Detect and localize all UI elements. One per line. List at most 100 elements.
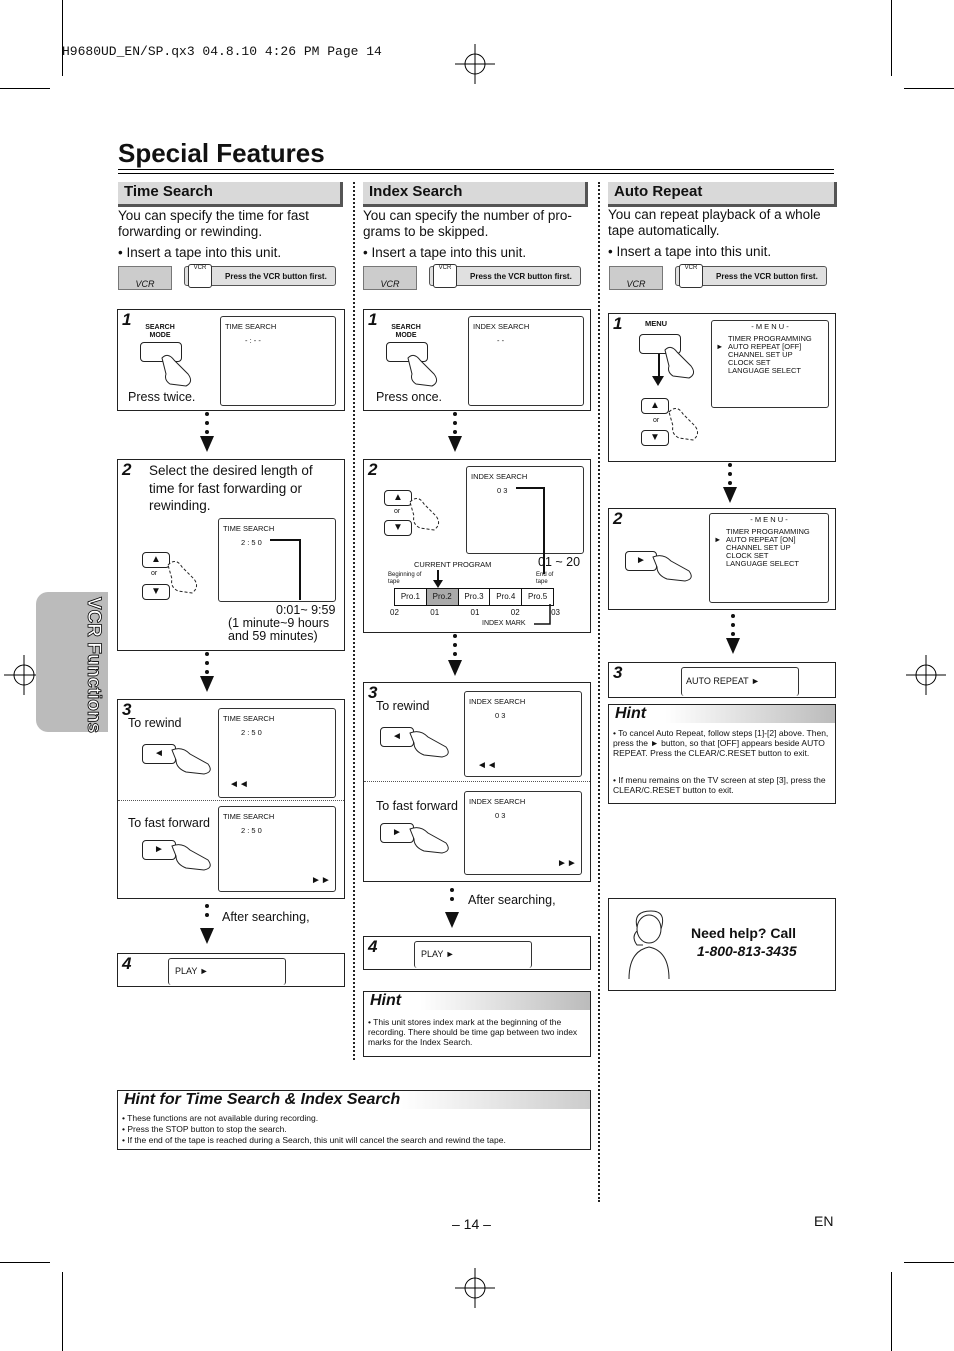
hint-item: • If the end of the tape is reached duri… bbox=[122, 1135, 506, 1145]
crop-mark bbox=[62, 1272, 63, 1351]
screen-text: AUTO REPEAT ► bbox=[686, 676, 760, 686]
time-search-bullet: • Insert a tape into this unit. bbox=[118, 245, 282, 260]
crop-mark bbox=[904, 1262, 954, 1263]
index-search-screen: INDEX SEARCH - - bbox=[468, 316, 584, 406]
cursor-icon: ► bbox=[716, 342, 724, 351]
screen-title: TIME SEARCH bbox=[223, 524, 275, 533]
hand-icon bbox=[167, 561, 198, 594]
down-button[interactable]: ▼ bbox=[142, 584, 170, 600]
screen-value: 0 3 bbox=[497, 486, 508, 495]
right-button[interactable]: ► bbox=[625, 551, 657, 571]
menu-item[interactable]: LANGUAGE SELECT bbox=[728, 366, 801, 375]
flow-dots bbox=[453, 412, 458, 439]
menu-item[interactable]: LANGUAGE SELECT bbox=[726, 559, 799, 568]
after-searching: After searching, bbox=[222, 910, 310, 924]
time-search-screen: TIME SEARCH - : - - bbox=[220, 316, 336, 406]
up-button[interactable]: ▲ bbox=[142, 552, 170, 568]
column-divider bbox=[353, 182, 355, 1060]
up-button[interactable]: ▲ bbox=[384, 490, 412, 506]
ff-indicator: ►► bbox=[557, 858, 577, 869]
down-button[interactable]: ▼ bbox=[384, 520, 412, 536]
range-text-3: and 59 minutes) bbox=[228, 629, 318, 643]
screen-title: TIME SEARCH bbox=[223, 812, 275, 821]
range-text: 01 ~ 20 bbox=[538, 555, 581, 569]
flow-arrow bbox=[445, 912, 459, 928]
vcr-note-text: Press the VCR button first. bbox=[184, 266, 336, 286]
step-number: 2 bbox=[613, 509, 623, 528]
repeat-step2: 2 ► - M E N U - TIMER PROGRAMMING ►AUTO … bbox=[608, 508, 836, 610]
time-search-screen: TIME SEARCH 2 : 5 0 bbox=[218, 518, 336, 602]
menu-item[interactable]: CHANNEL SET UP bbox=[728, 350, 793, 359]
step-number: 3 bbox=[122, 700, 132, 719]
vcr-button-note: VCR Press the VCR button first. VCR bbox=[609, 264, 835, 290]
range-text: 0:01~ 9:59 bbox=[276, 603, 336, 617]
auto-repeat-screen: AUTO REPEAT ► bbox=[681, 667, 799, 696]
help-phone[interactable]: 1-800-813-3435 bbox=[697, 943, 797, 959]
help-box: Need help? Call 1-800-813-3435 bbox=[608, 898, 836, 991]
flow-dots bbox=[453, 634, 458, 661]
hint-text: • This unit stores index mark at the beg… bbox=[368, 1017, 578, 1047]
divider bbox=[364, 781, 590, 782]
screen-title: TIME SEARCH bbox=[223, 714, 275, 723]
hint-item: • These functions are not available duri… bbox=[122, 1113, 319, 1123]
play-screen: PLAY ► bbox=[168, 958, 286, 985]
hand-icon bbox=[407, 354, 438, 387]
index-mark-label: INDEX MARK bbox=[482, 620, 526, 627]
crop-mark bbox=[0, 88, 50, 89]
vcr-label: VCR bbox=[363, 266, 417, 290]
flow-arrow bbox=[726, 638, 740, 654]
index-search-heading: Index Search bbox=[363, 182, 588, 207]
crop-mark bbox=[891, 0, 892, 76]
index-step4: 4 PLAY ► bbox=[363, 936, 591, 970]
up-button[interactable]: ▲ bbox=[641, 398, 669, 414]
menu-screen: - M E N U - TIMER PROGRAMMING ►AUTO REPE… bbox=[709, 513, 829, 603]
menu-item-text: AUTO REPEAT [ON] bbox=[726, 535, 796, 544]
current-program-arrow bbox=[437, 570, 439, 582]
menu-item-selected[interactable]: ►AUTO REPEAT [OFF] bbox=[716, 343, 828, 351]
hand-icon bbox=[409, 498, 440, 531]
crop-mark bbox=[891, 1272, 892, 1351]
rewind-indicator: ◄◄ bbox=[229, 779, 249, 790]
screen-title: TIME SEARCH bbox=[225, 322, 277, 331]
index-mark-value: 02 bbox=[510, 608, 520, 617]
support-person-icon bbox=[628, 910, 670, 979]
step-text: Select the desired length of time for fa… bbox=[149, 463, 313, 513]
menu-title: - M E N U - bbox=[751, 322, 789, 331]
auto-repeat-intro: You can repeat playback of a whole tape … bbox=[608, 207, 821, 238]
title-rule bbox=[118, 173, 834, 174]
menu-item[interactable]: CHANNEL SET UP bbox=[726, 543, 791, 552]
flow-arrow bbox=[200, 676, 214, 692]
crop-mark bbox=[904, 88, 954, 89]
menu-item[interactable]: CLOCK SET bbox=[726, 551, 769, 560]
time-step1: 1 SEARCH MODE TIME SEARCH - : - - Press … bbox=[117, 309, 345, 411]
hand-icon bbox=[664, 346, 695, 379]
program-cell-current: Pro.2 bbox=[426, 589, 459, 605]
cursor-icon: ► bbox=[714, 535, 722, 544]
step-number: 4 bbox=[368, 937, 378, 956]
step-caption: Press once. bbox=[376, 390, 443, 404]
index-search-bullet: • Insert a tape into this unit. bbox=[363, 245, 527, 260]
flow-arrow bbox=[723, 487, 737, 503]
down-button[interactable]: ▼ bbox=[641, 430, 669, 446]
screen-title: INDEX SEARCH bbox=[469, 797, 526, 806]
flow-arrow bbox=[200, 436, 214, 452]
menu-item-selected[interactable]: ► AUTO REPEAT [ON] bbox=[714, 535, 828, 544]
menu-screen: - M E N U - TIMER PROGRAMMING ►AUTO REPE… bbox=[711, 320, 829, 408]
fast-forward-button[interactable]: ► bbox=[380, 823, 414, 843]
screen-value: 0 3 bbox=[495, 811, 506, 820]
program-cell: Pro.5 bbox=[528, 592, 548, 601]
menu-button-label: MENU bbox=[645, 319, 668, 328]
menu-item[interactable]: CLOCK SET bbox=[728, 358, 771, 367]
search-mode-label: SEARCH MODE bbox=[391, 324, 421, 339]
step-number: 1 bbox=[368, 310, 378, 329]
flow-dots bbox=[205, 412, 210, 439]
menu-item[interactable]: TIMER PROGRAMMING bbox=[726, 527, 810, 536]
screen-title: INDEX SEARCH bbox=[473, 322, 530, 331]
hand-icon bbox=[171, 748, 211, 775]
index-step3: 3 To rewind ◄ INDEX SEARCH 0 3 ◄◄ To fas… bbox=[363, 682, 591, 882]
vcr-label: VCR bbox=[118, 266, 172, 290]
vcr-button-icon: VCR bbox=[679, 264, 703, 288]
time-step4: 4 PLAY ► bbox=[117, 953, 345, 987]
step-number: 4 bbox=[122, 954, 132, 973]
menu-item[interactable]: TIMER PROGRAMMING bbox=[728, 334, 812, 343]
